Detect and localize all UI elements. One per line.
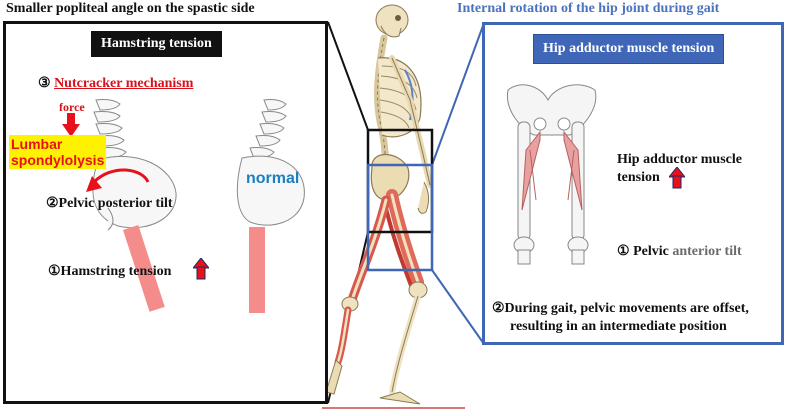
pelvic-word: Pelvic — [633, 244, 669, 259]
adductor-region-box — [366, 163, 434, 272]
hamstring-tension-header: Hamstring tension — [91, 31, 222, 57]
pelvic-posterior-tilt: ②Pelvic posterior tilt — [46, 196, 173, 211]
normal-label: normal — [246, 170, 300, 187]
increase-arrow-icon — [193, 258, 209, 280]
nutcracker-number: ③ — [38, 76, 51, 91]
callout-line-left-top — [327, 21, 369, 131]
gait-offset-line1: ②During gait, pelvic movements are offse… — [492, 301, 749, 316]
rotation-arrow-icon — [86, 168, 150, 192]
pelvic-number: ① — [617, 244, 630, 259]
lumbar-spondylolysis-label: Lumbar spondylolysis — [9, 135, 107, 169]
gait-offset-line2: resulting in an intermediate position — [510, 319, 727, 334]
callout-line-right-top — [431, 22, 485, 166]
adductor-panel — [482, 22, 784, 345]
normal-pelvis-illustration — [236, 99, 305, 226]
hamstring-tension-text: ①Hamstring tension — [48, 264, 172, 279]
nutcracker-label: Nutcracker mechanism — [54, 76, 194, 91]
adductor-tension-line1: Hip adductor muscle — [617, 152, 742, 167]
right-title: Internal rotation of the hip joint durin… — [457, 1, 720, 16]
hip-adductor-illustration — [506, 84, 597, 265]
lumbar-line2: spondylolysis — [11, 152, 105, 168]
nutcracker-heading: ③ Nutcracker mechanism — [38, 75, 193, 92]
force-label: force — [59, 100, 85, 114]
force-arrow-icon — [62, 113, 80, 137]
lumbar-line1: Lumbar — [11, 136, 63, 152]
adductor-header: Hip adductor muscle tension — [533, 34, 725, 64]
hamstring-muscle-normal — [249, 227, 265, 313]
adductor-tension-line2: tension — [617, 170, 660, 185]
anterior-tilt-word: anterior tilt — [672, 244, 742, 259]
left-title: Smaller popliteal angle on the spastic s… — [6, 1, 255, 16]
hamstring-panel — [3, 21, 328, 404]
callout-line-right-bottom — [431, 269, 485, 345]
pelvic-anterior-tilt: ① Pelvic anterior tilt — [617, 243, 742, 260]
adductor-increase-arrow-icon — [669, 167, 685, 189]
